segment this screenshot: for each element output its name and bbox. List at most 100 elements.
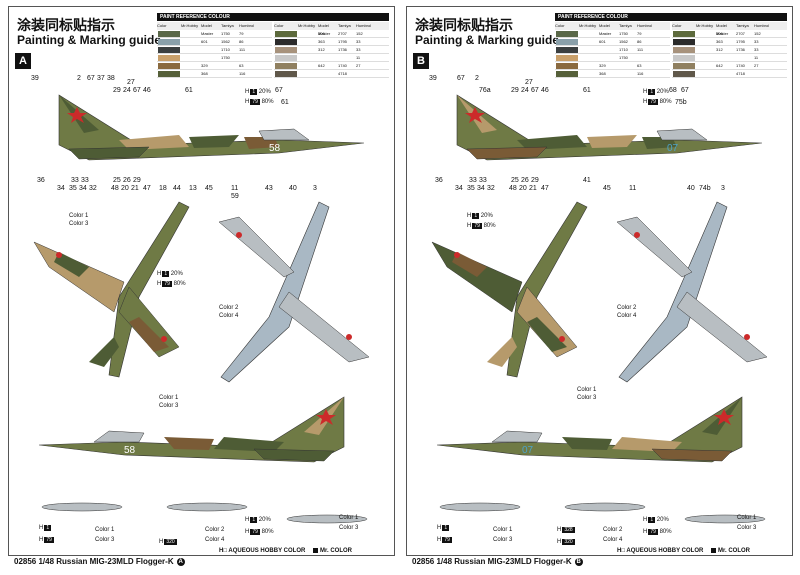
- ref-cell: [716, 70, 736, 77]
- callout: 26: [521, 177, 529, 184]
- ref-cell: [736, 54, 754, 61]
- callout: 27: [525, 79, 533, 86]
- color-label: Color 1: [577, 387, 597, 393]
- callout: 25: [113, 177, 121, 184]
- ref-header: PAINT REFERENCE COLOUR: [157, 13, 389, 21]
- ref-col-headings: Color Mr.Hobby Model Master Tamiya Humbr…: [555, 22, 670, 36]
- title-en: Painting & Marking guide: [17, 33, 162, 47]
- red-star-icon: [744, 334, 750, 340]
- ref-cell: [696, 54, 716, 61]
- callout: 27: [127, 79, 135, 86]
- ref-cell: [318, 54, 338, 61]
- ref-cell: [318, 70, 338, 77]
- ref-cell: [298, 70, 318, 77]
- callout: 67: [133, 87, 141, 94]
- paint-reference-table: PAINT REFERENCE COLOUR Color Mr.Hobby Mo…: [555, 13, 787, 78]
- sheet-a: 涂装同标贴指示 Painting & Marking guide A PAINT…: [8, 6, 395, 556]
- color-label: Color 4: [219, 313, 239, 319]
- ref-cell: [239, 54, 257, 61]
- legend: H□ AQUEOUS HOBBY COLOR Mr. COLOR: [219, 548, 353, 555]
- callout: 43: [265, 185, 273, 192]
- ref-cell: [221, 70, 239, 77]
- color-label: Color 1: [159, 395, 179, 401]
- ref-cell: 642: [716, 63, 723, 68]
- ref-cell: [579, 30, 599, 37]
- callout: 20: [121, 185, 129, 192]
- callout: 61: [583, 87, 591, 94]
- ref-cell: 1710: [221, 47, 230, 52]
- paint-reference-table: PAINT REFERENCE COLOUR Color Mr.Hobby Mo…: [157, 13, 389, 78]
- ref-cell: [696, 46, 716, 53]
- color-label: Color 3: [737, 525, 757, 531]
- ref-cell: 27: [754, 63, 759, 68]
- mr-color-swatch: [313, 548, 318, 553]
- ref-cell: [298, 46, 318, 53]
- callout: 59: [231, 193, 239, 200]
- callout: 20: [519, 185, 527, 192]
- color-label: Color 1: [737, 515, 757, 521]
- aircraft-side-view-right: 07: [436, 396, 743, 463]
- callout: 21: [529, 185, 537, 192]
- callout: 48: [509, 185, 517, 192]
- ref-cell: 368: [201, 71, 208, 76]
- callout: 2: [77, 75, 81, 82]
- ref-row: 11: [274, 54, 389, 62]
- ref-cell: 1736: [736, 47, 745, 52]
- sheet-letter: A: [15, 53, 31, 69]
- color-swatch: [673, 46, 695, 53]
- callout: 61: [185, 87, 193, 94]
- callout: 25: [511, 177, 519, 184]
- external-stores: [41, 502, 368, 524]
- callout: 46: [143, 87, 151, 94]
- callout: 67: [531, 87, 539, 94]
- ref-row: 1750: [555, 54, 670, 62]
- callout: 24: [123, 87, 131, 94]
- ref-cell: 1562: [221, 39, 230, 44]
- ref-cell: [579, 46, 599, 53]
- callout: 44: [173, 185, 181, 192]
- ref-header: PAINT REFERENCE COLOUR: [555, 13, 787, 21]
- color-swatch: [556, 46, 578, 53]
- color-swatch: [158, 30, 180, 37]
- color-label: Color 1: [339, 515, 359, 521]
- callout: 3: [721, 185, 725, 192]
- red-star-icon: [465, 107, 485, 123]
- callout: 67: [457, 75, 465, 82]
- callout: 29: [511, 87, 519, 94]
- callout: 32: [89, 185, 97, 192]
- callout: 47: [143, 185, 151, 192]
- aircraft-side-view-right: 58: [38, 396, 345, 463]
- title-cn: 涂装同标贴指示: [415, 18, 513, 34]
- ref-cell: 11: [356, 55, 361, 60]
- ref-cell: 33: [356, 39, 361, 44]
- ref-cell: [579, 70, 599, 77]
- red-star-icon: [236, 232, 242, 238]
- ref-cell: [298, 54, 318, 61]
- callout: 32: [487, 185, 495, 192]
- ref-cell: [579, 62, 599, 69]
- ref-cell: [298, 30, 318, 37]
- ref-cell: [754, 70, 772, 77]
- aircraft-side-view-left: 58: [58, 94, 365, 161]
- ref-cell: [619, 62, 637, 69]
- ref-cell: 33: [356, 47, 361, 52]
- ref-cell: [579, 38, 599, 45]
- callout: 48: [111, 185, 119, 192]
- color-label: Color 3: [577, 395, 597, 401]
- callout: 39: [31, 75, 39, 82]
- color-label: Color 2: [205, 527, 225, 533]
- callout: 76a: [479, 87, 491, 94]
- ref-cell: 601: [599, 39, 606, 44]
- ref-cell: [221, 62, 239, 69]
- ref-cell: [716, 54, 736, 61]
- callout: 13: [189, 185, 197, 192]
- color-label: Color 1: [69, 213, 89, 219]
